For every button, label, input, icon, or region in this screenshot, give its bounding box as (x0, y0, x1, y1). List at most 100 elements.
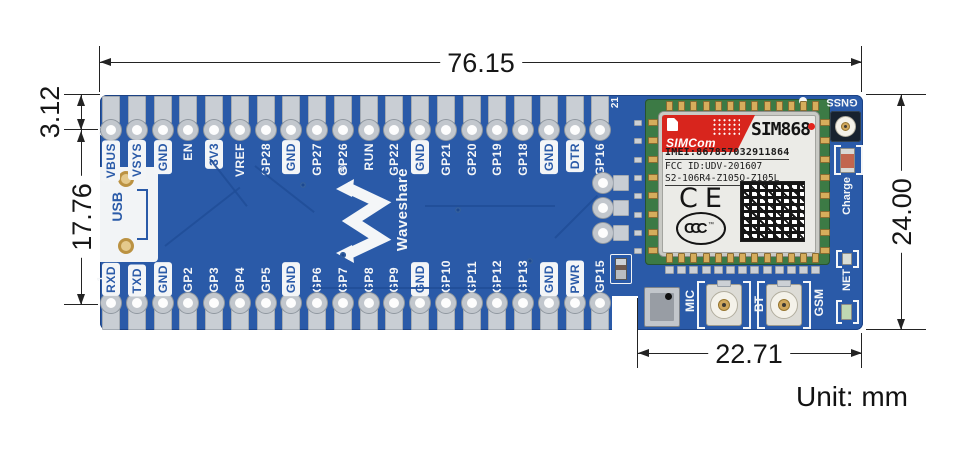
module-pad (701, 266, 711, 274)
pin-label-GND: GND (282, 140, 301, 175)
module-pad (678, 101, 686, 111)
pin-pad (514, 96, 532, 123)
dim-pin-rows: 17.76 (67, 176, 97, 258)
usb-label: USB (109, 192, 125, 222)
pin-hole (538, 120, 559, 140)
module-pad (751, 101, 759, 111)
module-pad (634, 229, 642, 236)
pin-pad (411, 96, 429, 123)
module-pad (648, 210, 658, 218)
module-pad (820, 228, 830, 236)
dim-board-height: 24.00 (887, 171, 917, 253)
pin-hole (178, 293, 199, 313)
pin-hole (229, 293, 250, 313)
unit-note: Unit: mm (796, 381, 908, 412)
pin-pad (385, 96, 404, 123)
connector-bracket (697, 281, 705, 329)
registered-mark: ® (338, 163, 347, 177)
pin-label-GND: GND (539, 140, 558, 175)
gnss-label: GNSS (826, 96, 858, 108)
module-pad (820, 247, 830, 255)
module-pad (634, 248, 642, 255)
module-pad (634, 156, 642, 163)
pin-pad (153, 96, 172, 123)
pin-hole (564, 120, 585, 140)
module-pad (634, 138, 642, 145)
led-bracket (856, 145, 863, 175)
module-pad (648, 173, 658, 181)
module-imei-text: IMEI:867857032911864 (665, 147, 790, 160)
module-pad (820, 119, 830, 126)
debug-pad (613, 200, 629, 216)
connector-bracket (743, 281, 751, 329)
module-pad (811, 266, 821, 274)
pin-label-GND: GND (153, 261, 172, 296)
module-pad (799, 266, 809, 274)
arrowhead (897, 95, 905, 106)
pin-hole (101, 293, 121, 313)
led-bracket (853, 300, 859, 324)
pin-pad (205, 96, 223, 123)
module-pad (812, 253, 820, 263)
module-pad (788, 101, 795, 111)
connector-bracket (803, 281, 811, 329)
waveshare-logo-icon (336, 179, 392, 263)
trace-line (425, 205, 555, 207)
pin-pad (539, 96, 558, 123)
module-pad (634, 174, 642, 181)
debug-hole (593, 173, 613, 193)
pin-hole (487, 293, 508, 313)
sim-card-icon (667, 118, 678, 131)
microphone-port (665, 293, 672, 300)
module-pad (762, 266, 772, 274)
usb-silk-bracket (137, 189, 148, 240)
debug-hole (593, 223, 613, 243)
pin-hole (384, 120, 405, 140)
pin-hole (358, 120, 379, 140)
pin-hole (178, 120, 199, 140)
pin-hole (590, 120, 611, 140)
gsm-connector-pin (782, 303, 786, 307)
pin-label-GP8: GP8 (361, 267, 376, 293)
pin-hole (204, 293, 224, 313)
dim-board-width: 76.15 (440, 48, 522, 77)
module-pad (634, 193, 642, 200)
module-pad (739, 101, 747, 111)
module-pad (820, 155, 830, 163)
qr-code (740, 181, 805, 242)
pin-label-GP15: GP15 (593, 260, 608, 293)
pin-pad (333, 96, 352, 123)
pin-label-GP3: GP3 (207, 267, 221, 293)
pin-pad (359, 96, 378, 123)
module-fcc-text: FCC ID:UDV-201607 (665, 161, 763, 172)
extension-line (861, 46, 863, 92)
arrowhead (77, 95, 85, 106)
module-pad (689, 266, 699, 274)
pin-label-GND: GND (282, 261, 301, 296)
tick-line (866, 94, 926, 96)
pin-hole (435, 293, 456, 313)
pin-label-GP26: GP26 (335, 143, 350, 176)
pin-pad (256, 96, 275, 123)
led-bracket (836, 300, 842, 324)
module-pad (690, 253, 698, 263)
pin-hole (281, 120, 302, 140)
module-pad (820, 173, 830, 181)
pin-label-GP7: GP7 (335, 267, 350, 293)
module-model-label: SIM868 (751, 119, 811, 140)
bt-connector-tab (717, 280, 731, 287)
pin-pad (282, 96, 301, 123)
module-pad (751, 253, 759, 263)
board-notch (612, 296, 638, 331)
module-pad (690, 101, 698, 111)
pin-hole (204, 120, 224, 140)
module-pad (739, 253, 747, 263)
dimension-line-pin-offset (81, 95, 83, 130)
module-pad (820, 137, 830, 145)
module-pad (648, 119, 658, 126)
pin-label-GP27: GP27 (310, 143, 324, 176)
debug-hole (593, 198, 613, 218)
module-pad (677, 266, 687, 274)
extension-line (637, 298, 639, 368)
